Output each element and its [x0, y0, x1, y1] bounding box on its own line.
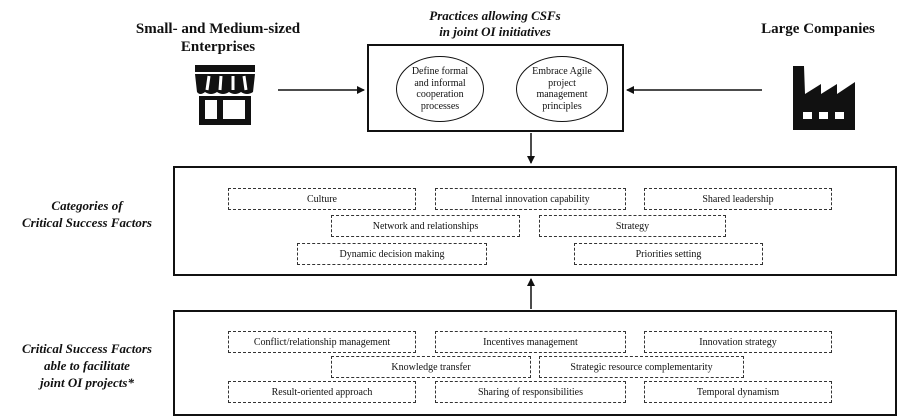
category-priorities-setting: Priorities setting	[574, 243, 763, 265]
csf-incentives-management: Incentives management	[435, 331, 626, 353]
categories-label-line1: Categories of	[51, 198, 123, 213]
category-network-relationships: Network and relationships	[331, 215, 520, 237]
categories-label: Categories of Critical Success Factors	[8, 197, 166, 231]
practices-heading: Practices allowing CSFs in joint OI init…	[380, 8, 610, 40]
csf-strategic-resource-complementarity: Strategic resource complementarity	[539, 356, 744, 378]
categories-label-line2: Critical Success Factors	[21, 215, 152, 230]
category-dynamic-decision-making: Dynamic decision making	[297, 243, 487, 265]
practices-heading-line2: in joint OI initiatives	[439, 24, 551, 39]
category-culture: Culture	[228, 188, 416, 210]
csf-sharing-of-responsibilities: Sharing of responsibilities	[435, 381, 626, 403]
category-shared-leadership: Shared leadership	[644, 188, 832, 210]
csf-label: Critical Success Factors able to facilit…	[4, 340, 170, 391]
csf-label-line3: joint OI projects*	[40, 375, 134, 390]
csf-innovation-strategy: Innovation strategy	[644, 331, 832, 353]
csf-label-line2: able to facilitate	[44, 358, 130, 373]
large-companies-heading: Large Companies	[761, 21, 875, 37]
category-strategy: Strategy	[539, 215, 726, 237]
storefront-icon	[195, 65, 255, 125]
csf-result-oriented-approach: Result-oriented approach	[228, 381, 416, 403]
csf-knowledge-transfer: Knowledge transfer	[331, 356, 531, 378]
sme-heading: Small- and Medium-sized Enterprises	[135, 21, 301, 55]
csf-label-line1: Critical Success Factors	[21, 341, 152, 356]
factory-icon	[793, 66, 855, 130]
category-internal-innovation-capability: Internal innovation capability	[435, 188, 626, 210]
practices-heading-line1: Practices allowing CSFs	[429, 8, 561, 23]
practice-ellipse-formal-processes: Define formal and informal cooperation p…	[396, 56, 484, 122]
practice-ellipse-agile: Embrace Agile project management princip…	[516, 56, 608, 122]
csf-conflict-relationship-management: Conflict/relationship management	[228, 331, 416, 353]
csf-temporal-dynamism: Temporal dynamism	[644, 381, 832, 403]
categories-box	[173, 166, 897, 276]
